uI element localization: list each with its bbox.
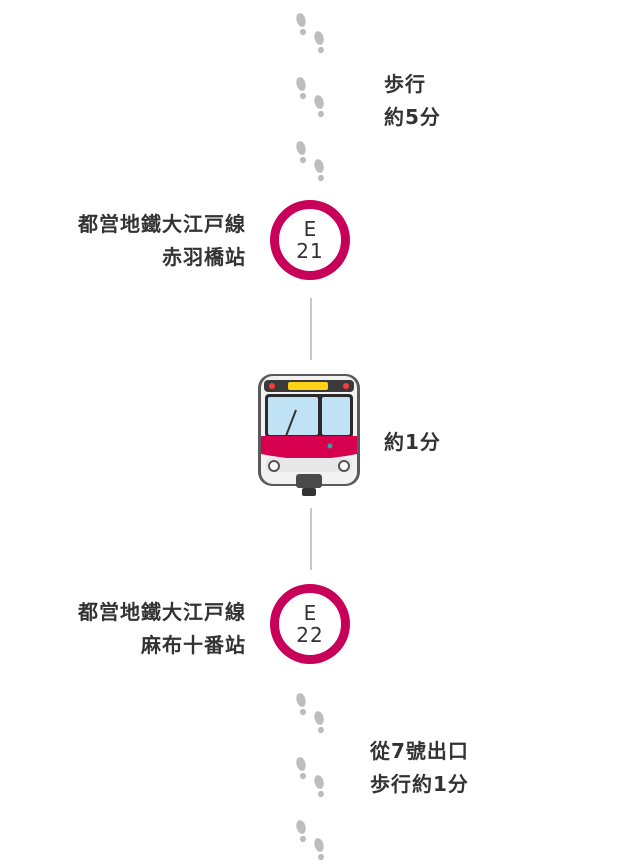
station-bottom-number: 22: [296, 623, 324, 647]
connector-line: [310, 508, 312, 570]
station-top-code: E: [303, 217, 317, 241]
station-bottom-station-name: 麻布十番站: [141, 633, 246, 657]
ride-duration: 約1分: [384, 430, 441, 454]
station-bottom-badge: E 22: [270, 584, 350, 664]
station-bottom-code: E: [303, 601, 317, 625]
station-top-badge: E 21: [270, 200, 350, 280]
walk-bottom-label: 從7號出口 歩行約1分: [370, 735, 469, 801]
train-icon: [258, 374, 360, 496]
station-bottom-label: 都営地鐵大江戸線 麻布十番站: [20, 596, 246, 662]
walk-bottom-line1: 從7號出口: [370, 739, 469, 763]
footsteps-icon: [296, 13, 324, 54]
ride-label: 約1分: [384, 426, 441, 459]
walk-bottom-line2: 歩行約1分: [370, 772, 469, 796]
station-top-station-name: 赤羽橋站: [162, 245, 246, 269]
footsteps-icon: [296, 820, 324, 861]
footsteps-icon: [296, 757, 324, 798]
station-bottom-line-name: 都営地鐵大江戸線: [78, 600, 246, 624]
footsteps-icon: [296, 141, 324, 182]
station-top-label: 都営地鐵大江戸線 赤羽橋站: [20, 208, 246, 274]
walk-top-label: 歩行 約5分: [384, 68, 441, 134]
connector-line: [310, 298, 312, 360]
walk-top-line2: 約5分: [384, 105, 441, 129]
footsteps-icon: [296, 77, 324, 118]
footsteps-icon: [296, 693, 324, 734]
station-top-number: 21: [296, 239, 324, 263]
station-top-line-name: 都営地鐵大江戸線: [78, 212, 246, 236]
walk-top-line1: 歩行: [384, 72, 426, 96]
